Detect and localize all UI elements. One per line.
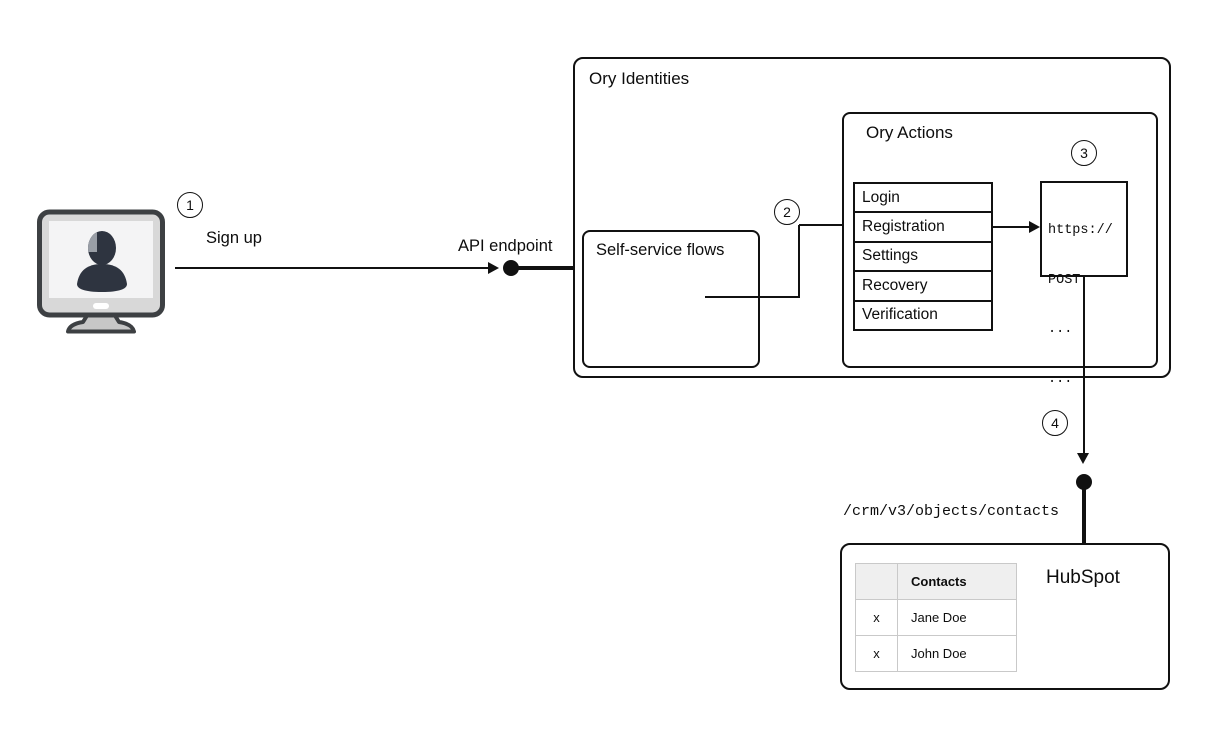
contact-1-name: Jane Doe [897, 599, 1017, 636]
contacts-header-empty-cell [855, 563, 898, 600]
step-3-badge: 3 [1071, 140, 1097, 166]
monitor-button [93, 303, 109, 309]
contact-2-mark: x [855, 635, 898, 672]
contact-2-name: John Doe [897, 635, 1017, 672]
self-service-flows-title: Self-service flows [596, 241, 725, 259]
api-endpoint-connector [518, 266, 574, 271]
signup-arrowhead-icon [488, 262, 499, 274]
contacts-row-1: x Jane Doe [855, 599, 1017, 636]
webhook-arrowhead-icon [1029, 221, 1040, 233]
signup-arrow-line [175, 267, 489, 270]
sign-up-label: Sign up [206, 229, 262, 247]
contacts-header-row: Contacts [855, 563, 1017, 600]
monitor-stand [66, 312, 136, 334]
hubspot-title: HubSpot [1046, 567, 1120, 588]
hubspot-endpoint-connector [1082, 489, 1087, 544]
flow-connector-segment-2 [798, 225, 801, 298]
webhook-arrow-line [993, 226, 1030, 229]
hubspot-endpoint-dot [1076, 474, 1092, 490]
code-line-ellipsis-1: ... [1048, 322, 1073, 337]
step-2-badge: 2 [774, 199, 800, 225]
hubspot-arrow-line [1083, 276, 1086, 453]
webhook-code-box: https:// POST ... ... [1040, 181, 1128, 387]
flow-connector-segment-3 [799, 224, 842, 227]
flow-row-verification: Verification [853, 299, 993, 331]
step-1-badge: 1 [177, 192, 203, 218]
code-line-url: https:// [1048, 223, 1113, 238]
api-endpoint-dot [503, 260, 519, 276]
step-4-badge: 4 [1042, 410, 1068, 436]
crm-path-label: /crm/v3/objects/contacts [843, 503, 1060, 520]
api-endpoint-label: API endpoint [458, 237, 553, 255]
flow-row-login: Login [853, 182, 993, 214]
user-silhouette-highlight [88, 231, 97, 252]
code-line-ellipsis-2: ... [1048, 371, 1073, 387]
contacts-header-cell: Contacts [897, 563, 1017, 600]
ory-identities-title: Ory Identities [589, 69, 690, 88]
flow-row-settings: Settings [853, 240, 993, 273]
user-device-icon [37, 209, 165, 334]
contacts-table: Contacts x Jane Doe x John Doe [855, 563, 1017, 672]
flow-connector-segment-1 [705, 296, 800, 299]
flow-row-registration: Registration [853, 211, 993, 243]
self-service-flows-box [582, 230, 760, 368]
user-silhouette-shoulders [77, 264, 127, 292]
code-line-method: POST [1048, 272, 1081, 288]
flows-list: Login Registration Settings Recovery Ver… [853, 182, 993, 331]
flow-row-recovery: Recovery [853, 270, 993, 302]
contact-1-mark: x [855, 599, 898, 636]
hubspot-arrowhead-icon [1077, 453, 1089, 464]
contacts-row-2: x John Doe [855, 635, 1017, 672]
ory-actions-title: Ory Actions [866, 123, 953, 142]
